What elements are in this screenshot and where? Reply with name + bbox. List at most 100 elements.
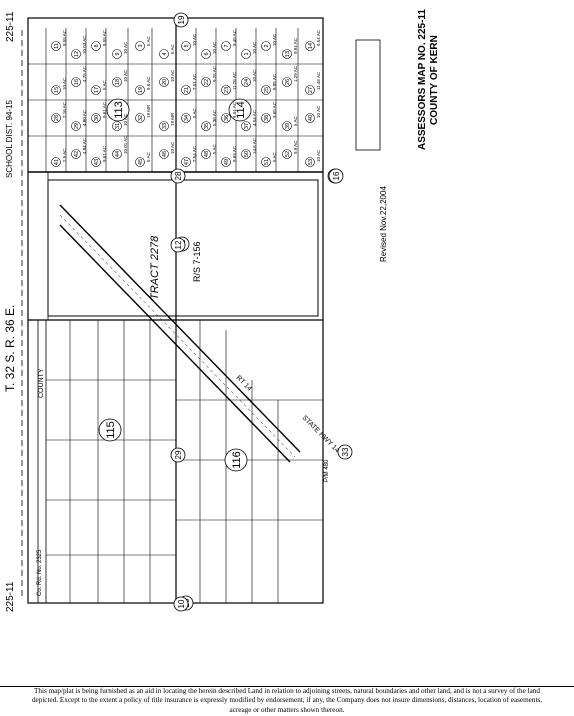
highway-14-edge-b bbox=[59, 224, 291, 463]
parcel-acreage: 2.54 AC bbox=[192, 145, 197, 162]
section-number: 16 bbox=[328, 168, 344, 184]
parcel-acreage: 4.80 AC bbox=[82, 109, 87, 126]
parcel-number: 48 bbox=[204, 151, 210, 157]
parcel-number: 3 bbox=[138, 44, 144, 47]
parcel-number: 34 bbox=[184, 115, 190, 121]
parcel-acreage: 10 AC bbox=[62, 77, 67, 90]
svg-text:115: 115 bbox=[105, 421, 117, 439]
parcel-acreage: 19 MR bbox=[170, 112, 175, 126]
county-road-label: COUNTY bbox=[38, 368, 45, 398]
parcel-acreage: 9.9 AC bbox=[293, 140, 298, 154]
section-number: 28 bbox=[170, 168, 186, 184]
parcel-acreage: 9.54 AC bbox=[232, 101, 237, 118]
parcel-acreage: 4.75 AC bbox=[82, 65, 87, 82]
parcel-acreage: 5 AC bbox=[192, 107, 197, 118]
parcel-acreage: 4.84 AC bbox=[82, 137, 87, 154]
parcel-acreage: 9.54 AC bbox=[316, 29, 321, 46]
parcel-number: 20 bbox=[162, 79, 168, 85]
book-page-number: 113 bbox=[106, 98, 130, 122]
book-page-number: 115 bbox=[98, 418, 122, 442]
parcel-acreage: 11.26 AC bbox=[232, 71, 237, 90]
parcel-number: 36 bbox=[224, 115, 230, 121]
svg-text:33: 33 bbox=[341, 447, 350, 456]
parcel-number: 47 bbox=[184, 159, 190, 165]
section-number: 12 bbox=[170, 237, 186, 253]
parcel-number: 15 bbox=[54, 87, 60, 93]
road-calc-label: Co. Rd. No. 2325 bbox=[37, 549, 43, 596]
parcel-acreage: 10 AC bbox=[316, 149, 321, 162]
parcel-acreage: 5.36 AC bbox=[212, 109, 217, 126]
highway-centerline bbox=[59, 214, 296, 458]
svg-text:113: 113 bbox=[113, 101, 125, 119]
disclaimer-line-3: acreage or other matters shown thereon. bbox=[229, 705, 345, 714]
parcel-grid-sec29 bbox=[46, 320, 176, 603]
disclaimer-line-1: This map/plat is being furnished as an a… bbox=[34, 687, 540, 695]
parcel-acreage: 10 AC bbox=[170, 141, 175, 154]
parcel-acreage: 5 AC bbox=[272, 151, 277, 162]
section-labels: 19282920213332161012 bbox=[170, 12, 353, 612]
parcel-number: 27 bbox=[308, 87, 314, 93]
pm-label: P/M 480 bbox=[324, 459, 330, 482]
parcel-number: 32 bbox=[138, 115, 144, 121]
parcel-number: 50 bbox=[244, 151, 250, 157]
parcel-number: 6 bbox=[204, 52, 210, 55]
parcel-number: 4 bbox=[162, 52, 168, 55]
parcel-acreage: 10 AC bbox=[252, 41, 257, 54]
book-page-number: 114 bbox=[228, 98, 252, 122]
section-number: 10 bbox=[173, 596, 189, 612]
parcel-acreage: 10.03 AC bbox=[82, 35, 87, 54]
parcel-number: 26 bbox=[285, 79, 291, 85]
highway-short-label: RT 14 bbox=[235, 374, 253, 392]
parcel-acreage: 5 AC bbox=[212, 143, 217, 154]
parcel-number: 40 bbox=[308, 115, 314, 121]
book-page-number: 116 bbox=[224, 448, 248, 472]
parcel-acreage: 14.6 AC bbox=[252, 137, 257, 154]
parcel-number: 44 bbox=[115, 151, 121, 157]
school-district-label: SCHOOL DIST. 94-15 bbox=[5, 99, 14, 178]
parcel-number: 28 bbox=[54, 115, 60, 121]
notice-box bbox=[355, 39, 381, 151]
parcel-acreage: 2.5 AC bbox=[62, 148, 67, 162]
parcel-acreage: 2.16 AC bbox=[62, 101, 67, 118]
parcel-acreage: 10.01 AC bbox=[123, 135, 128, 154]
assessor-map-sheet: 225-11 225-11 SCHOOL DIST. 94-15 T. 32 S… bbox=[3, 9, 440, 612]
sheet-number-bottom: 225-11 bbox=[5, 581, 16, 612]
parcel-number: 7 bbox=[224, 44, 230, 47]
parcel-number: 9 bbox=[115, 52, 121, 55]
parcel-number: 45 bbox=[138, 159, 144, 165]
parcel-number: 19 bbox=[138, 87, 144, 93]
parcel-acreage: 8.05 AC bbox=[272, 73, 277, 90]
parcel-acreage: 9.6 AC bbox=[146, 76, 151, 90]
parcel-number: 17 bbox=[94, 87, 100, 93]
parcel-acreage: 10 AC bbox=[272, 33, 277, 46]
parcel-acreage: 10 AC bbox=[192, 33, 197, 46]
parcel-grid-sec28 bbox=[176, 320, 323, 603]
parcel-acreage: 5 AC bbox=[146, 35, 151, 46]
parcel-number: 42 bbox=[74, 151, 80, 157]
